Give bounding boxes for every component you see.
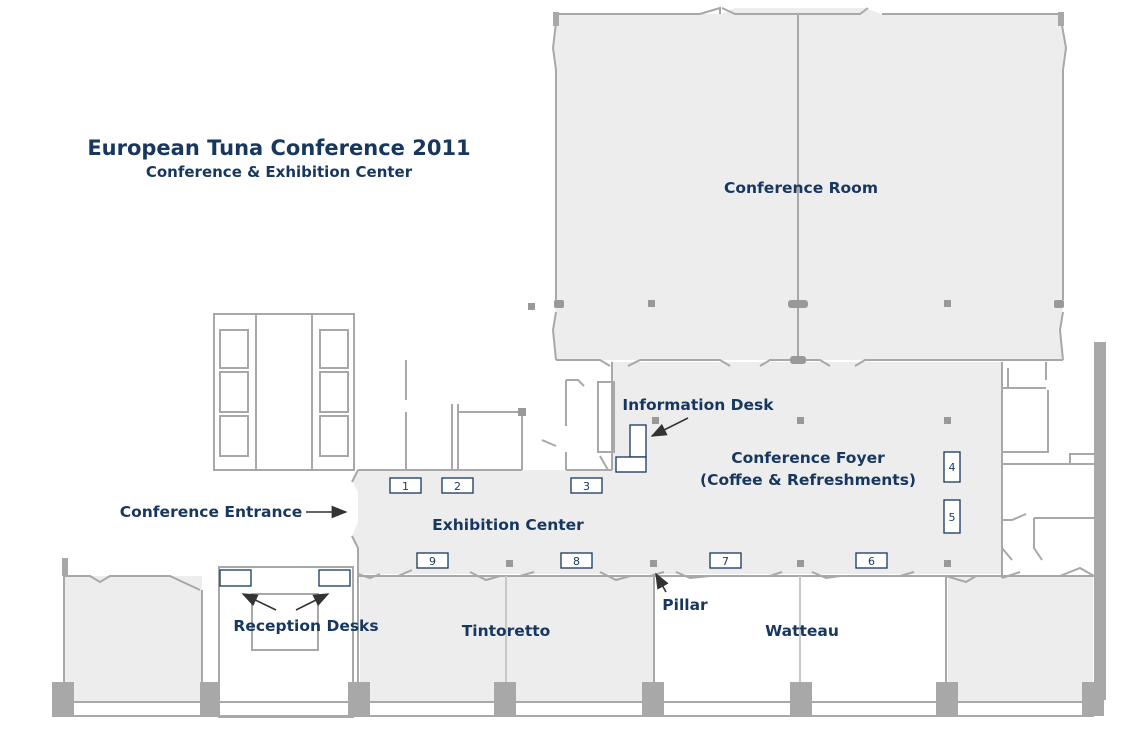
information-desk-label: Information Desk	[622, 396, 774, 414]
tintoretto-label: Tintoretto	[462, 622, 551, 640]
booth-5[interactable]: 5	[943, 499, 961, 534]
booth-2-label: 2	[454, 480, 461, 493]
pillar-label: Pillar	[662, 596, 708, 614]
information-desk	[615, 424, 647, 473]
booth-2[interactable]: 2	[441, 477, 474, 494]
conference-room-floor	[553, 8, 1066, 360]
conference-foyer-floor	[612, 362, 1002, 574]
conference-foyer-label: Conference Foyer	[731, 449, 885, 467]
conference-foyer-sublabel: (Coffee & Refreshments)	[700, 471, 916, 489]
page-subtitle: Conference & Exhibition Center	[146, 163, 413, 181]
booth-7[interactable]: 7	[709, 552, 742, 569]
reception-arrow-right	[295, 593, 330, 611]
booth-9[interactable]: 9	[416, 552, 449, 569]
east-room-floor	[948, 576, 1093, 702]
booth-8-label: 8	[573, 555, 580, 568]
exhibition-center-label: Exhibition Center	[432, 516, 584, 534]
pillars	[506, 300, 1064, 567]
page-title: European Tuna Conference 2011	[87, 136, 470, 160]
booth-7-label: 7	[722, 555, 729, 568]
conference-entrance-label: Conference Entrance	[120, 503, 302, 521]
structural-columns	[52, 682, 1104, 716]
reception-arrow-left	[241, 593, 277, 611]
booth-3[interactable]: 3	[570, 477, 603, 494]
booths: 1 2 3 4 5 6 7 8	[389, 451, 961, 569]
exhibition-center-floor	[352, 470, 615, 574]
booth-6-label: 6	[868, 555, 875, 568]
booth-3-label: 3	[583, 480, 590, 493]
booth-8[interactable]: 8	[560, 552, 593, 569]
reception-floor	[221, 570, 351, 710]
booth-4-label: 4	[949, 461, 956, 474]
booth-4[interactable]: 4	[943, 451, 961, 483]
booth-6[interactable]: 6	[855, 552, 888, 569]
booth-5-label: 5	[949, 511, 956, 524]
callout-arrows	[241, 417, 689, 611]
booth-1-label: 1	[402, 480, 409, 493]
reception-desks	[219, 569, 351, 587]
pillar-arrow	[655, 572, 669, 593]
booth-1[interactable]: 1	[389, 477, 422, 494]
conference-room-label: Conference Room	[724, 179, 878, 197]
reception-desks-label: Reception Desks	[233, 617, 378, 635]
booth-9-label: 9	[429, 555, 436, 568]
west-room-floor	[64, 576, 202, 702]
information-desk-arrow	[650, 417, 689, 437]
watteau-label: Watteau	[765, 622, 839, 640]
